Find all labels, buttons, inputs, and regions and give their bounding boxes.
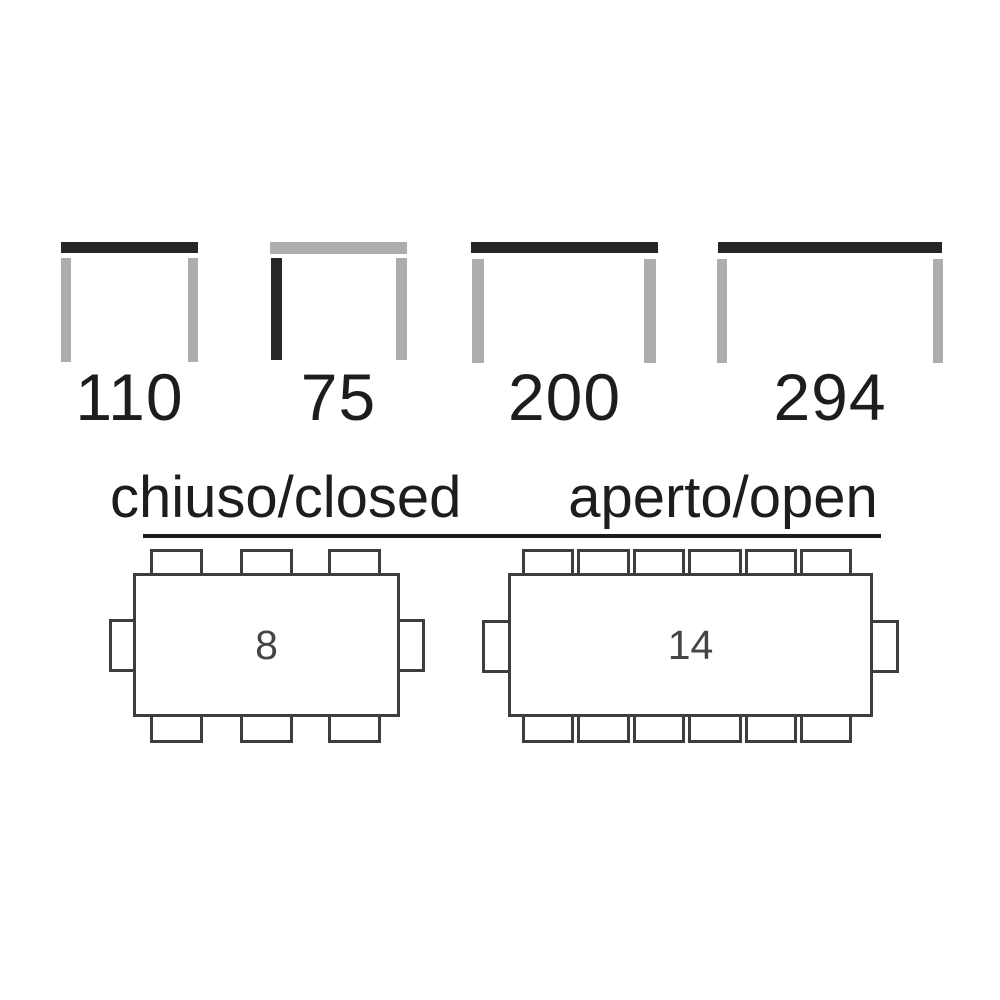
table-leg-icon: [61, 258, 71, 362]
side-view-diagram-200: 200: [471, 242, 658, 442]
chair-icon: [745, 713, 797, 743]
dimension-label: 110: [75, 360, 184, 434]
side-view-diagram-294: 294: [717, 242, 943, 442]
closed-capacity-label: 8: [255, 621, 278, 668]
table-leg-icon: [188, 258, 198, 362]
dimension-label: 294: [773, 360, 887, 434]
side-view-diagram-110: 110: [61, 242, 198, 442]
tabletop-bar-icon: [61, 242, 198, 253]
section-divider-line: [143, 534, 881, 538]
chair-icon: [688, 713, 742, 743]
closed-seating-plan: 8: [109, 549, 425, 743]
table-leg-icon: [271, 258, 282, 360]
open-capacity-label: 14: [667, 621, 714, 668]
table-leg-icon: [933, 259, 943, 363]
tabletop-bar-icon: [718, 242, 942, 253]
table-leg-icon: [396, 258, 407, 360]
table-leg-icon: [717, 259, 727, 363]
chair-icon: [150, 713, 203, 743]
dimension-label: 200: [507, 360, 622, 434]
table-leg-icon: [472, 259, 484, 363]
chair-icon: [633, 713, 685, 743]
open-table-top: 14: [508, 573, 873, 717]
chair-icon: [240, 713, 293, 743]
tabletop-bar-icon: [270, 242, 407, 254]
closed-table-top: 8: [133, 573, 400, 717]
chair-icon: [800, 713, 852, 743]
chair-icon: [577, 713, 630, 743]
closed-section-title: chiuso/closed: [110, 465, 462, 530]
open-seating-plan: 14: [482, 549, 899, 743]
dimension-label: 75: [300, 360, 377, 434]
chair-icon: [328, 713, 381, 743]
tabletop-bar-icon: [471, 242, 658, 253]
chair-icon: [522, 713, 574, 743]
open-section-title: aperto/open: [568, 465, 878, 530]
table-leg-icon: [644, 259, 656, 363]
side-view-diagram-75: 75: [270, 242, 407, 442]
